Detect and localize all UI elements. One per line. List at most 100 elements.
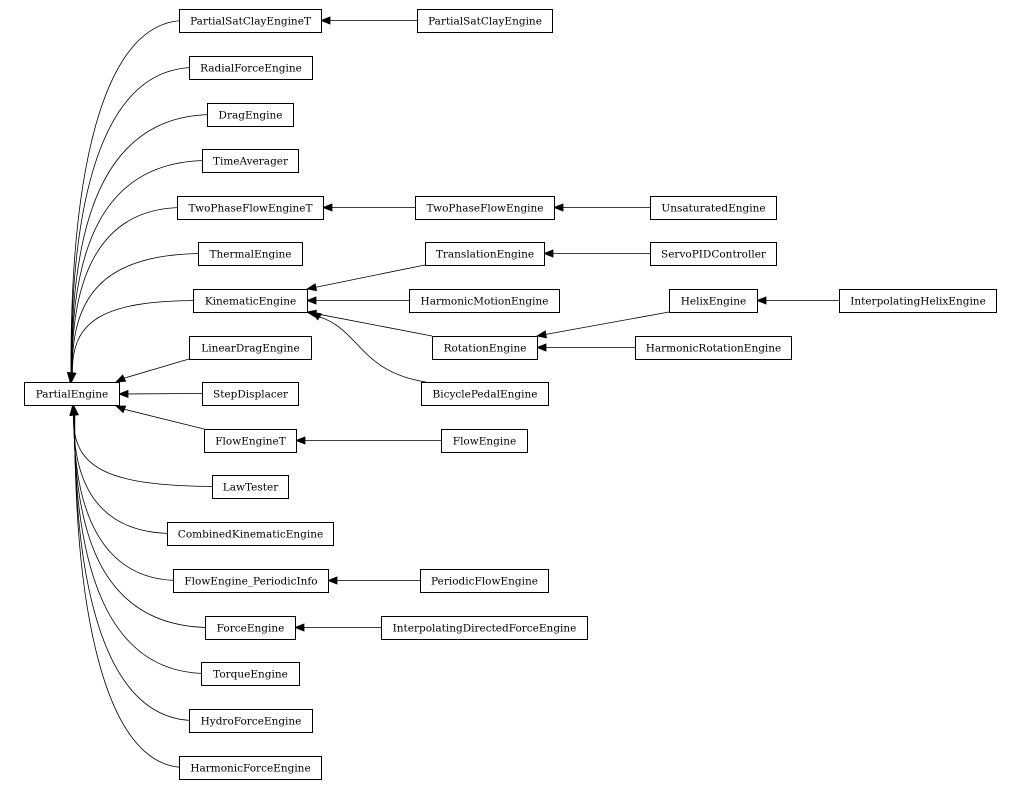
node-label: TwoPhaseFlowEngineT	[188, 203, 312, 215]
arrowhead-icon	[115, 374, 127, 383]
node-label: ForceEngine	[217, 623, 285, 635]
edge-two-phase-flow-engine-t-to-partial-engine	[67, 207, 184, 384]
node-combined-kinematic-engine[interactable]: CombinedKinematicEngine	[167, 522, 334, 546]
edge-line	[71, 253, 205, 374]
arrowhead-icon	[535, 330, 547, 339]
node-hydro-force-engine[interactable]: HydroForceEngine	[189, 709, 313, 733]
node-flow-engine-t[interactable]: FlowEngineT	[204, 429, 297, 453]
node-kinematic-engine[interactable]: KinematicEngine	[193, 289, 308, 313]
node-box	[179, 756, 322, 780]
node-label: DragEngine	[219, 110, 283, 122]
node-flow-engine-periodic-info[interactable]: FlowEngine_PeriodicInfo	[173, 569, 329, 593]
node-label: PeriodicFlowEngine	[431, 576, 538, 588]
edge-line	[545, 311, 670, 335]
node-box	[425, 242, 545, 266]
edge-harmonic-force-engine-to-partial-engine	[70, 404, 186, 768]
arrowhead-icon	[117, 389, 129, 399]
edge-line	[315, 313, 433, 337]
node-box	[201, 662, 300, 686]
node-partial-engine[interactable]: PartialEngine	[24, 382, 120, 406]
node-box	[839, 289, 997, 313]
node-harmonic-rotation-engine[interactable]: HarmonicRotationEngine	[635, 336, 792, 360]
node-flow-engine[interactable]: FlowEngine	[441, 429, 528, 453]
edge-kinematic-engine-to-partial-engine	[68, 300, 200, 384]
node-label: LinearDragEngine	[201, 343, 300, 355]
edge-line	[71, 160, 209, 374]
edge-layer	[66, 16, 839, 768]
node-label: FlowEngine_PeriodicInfo	[184, 576, 317, 588]
arrowhead-icon	[552, 203, 564, 212]
node-label: InterpolatingHelixEngine	[850, 296, 986, 308]
edge-line	[70, 20, 186, 374]
edge-unsaturated-engine-to-two-phase-flow-engine	[552, 203, 650, 212]
edge-line	[71, 207, 184, 374]
arrowhead-icon	[535, 343, 547, 352]
node-two-phase-flow-engine[interactable]: TwoPhaseFlowEngine	[415, 196, 555, 220]
node-partial-sat-clay-engine-t[interactable]: PartialSatClayEngineT	[179, 9, 322, 33]
node-label: HydroForceEngine	[201, 716, 302, 728]
node-time-averager[interactable]: TimeAverager	[202, 149, 299, 173]
node-harmonic-force-engine[interactable]: HarmonicForceEngine	[179, 756, 322, 780]
node-force-engine[interactable]: ForceEngine	[205, 616, 296, 640]
node-layer: PartialEngine PartialSatClayEngineT Partia…	[24, 9, 997, 780]
node-partial-sat-clay-engine[interactable]: PartialSatClayEngine	[417, 9, 553, 33]
node-radial-force-engine[interactable]: RadialForceEngine	[189, 56, 313, 80]
node-drag-engine[interactable]: DragEngine	[207, 103, 294, 127]
edge-line	[73, 414, 212, 628]
edge-line	[74, 414, 196, 721]
node-two-phase-flow-engine-t[interactable]: TwoPhaseFlowEngineT	[177, 196, 324, 220]
node-label: PartialSatClayEngineT	[190, 16, 311, 28]
edge-force-engine-to-partial-engine	[70, 404, 212, 628]
node-law-tester[interactable]: LawTester	[212, 475, 289, 499]
node-interpolating-directed-force-engine[interactable]: InterpolatingDirectedForceEngine	[381, 616, 588, 640]
node-box	[179, 9, 322, 33]
node-step-displacer[interactable]: StepDisplacer	[202, 382, 299, 406]
arrowhead-icon	[68, 372, 77, 384]
node-periodic-flow-engine[interactable]: PeriodicFlowEngine	[420, 569, 549, 593]
arrowhead-icon	[70, 404, 79, 416]
node-rotation-engine[interactable]: RotationEngine	[432, 336, 538, 360]
node-linear-drag-engine[interactable]: LinearDragEngine	[189, 336, 312, 360]
edge-harmonic-rotation-engine-to-rotation-engine	[535, 343, 635, 352]
edge-flow-engine-t-to-partial-engine	[114, 405, 205, 430]
arrowhead-icon	[321, 203, 333, 212]
node-unsaturated-engine[interactable]: UnsaturatedEngine	[650, 196, 777, 220]
node-box	[669, 289, 758, 313]
node-label: RadialForceEngine	[200, 63, 302, 75]
node-box	[650, 196, 777, 220]
edge-line	[73, 414, 180, 581]
arrowhead-icon	[305, 296, 317, 305]
node-box	[204, 429, 297, 453]
edge-line	[72, 414, 219, 487]
edge-harmonic-motion-engine-to-kinematic-engine	[305, 296, 409, 305]
node-box	[417, 9, 553, 33]
node-helix-engine[interactable]: HelixEngine	[669, 289, 758, 313]
node-harmonic-motion-engine[interactable]: HarmonicMotionEngine	[409, 289, 560, 313]
edge-interpolating-helix-engine-to-helix-engine	[755, 296, 839, 305]
edge-line	[315, 264, 426, 288]
arrowhead-icon	[319, 16, 331, 25]
node-label: CombinedKinematicEngine	[178, 529, 323, 541]
edge-helix-engine-to-rotation-engine	[535, 311, 670, 339]
node-box	[167, 522, 334, 546]
node-box	[635, 336, 792, 360]
node-label: HarmonicMotionEngine	[421, 296, 549, 308]
node-servo-pid-controller[interactable]: ServoPIDController	[650, 242, 777, 266]
node-box	[177, 196, 324, 220]
node-interpolating-helix-engine[interactable]: InterpolatingHelixEngine	[839, 289, 997, 313]
edge-line	[124, 408, 205, 430]
edge-flow-engine-periodic-info-to-partial-engine	[69, 404, 180, 581]
node-box	[189, 56, 313, 80]
node-thermal-engine[interactable]: ThermalEngine	[198, 242, 303, 266]
node-label: LawTester	[223, 482, 279, 494]
node-box	[205, 616, 296, 640]
node-torque-engine[interactable]: TorqueEngine	[201, 662, 300, 686]
node-translation-engine[interactable]: TranslationEngine	[425, 242, 545, 266]
edge-flow-engine-to-flow-engine-t	[294, 436, 441, 445]
node-box	[24, 382, 120, 406]
node-box	[198, 242, 303, 266]
edge-partial-sat-clay-engine-to-partial-sat-clay-engine-t	[319, 16, 417, 25]
node-bicycle-pedal-engine[interactable]: BicyclePedalEngine	[421, 382, 549, 406]
edge-periodic-flow-engine-to-flow-engine-periodic-info	[326, 576, 420, 585]
arrowhead-icon	[305, 283, 318, 292]
